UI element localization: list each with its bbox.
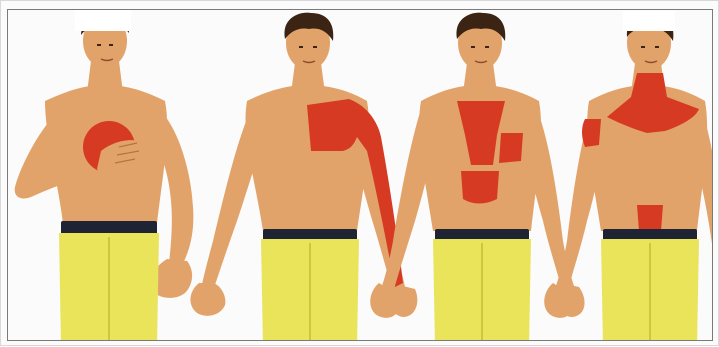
- figure-1: [15, 9, 194, 347]
- figure-1-head-highlight: [75, 9, 131, 31]
- figure-4-shoulder-pain: [582, 119, 601, 147]
- figure-4-epigastric-pain: [637, 205, 663, 231]
- figure-4-head-highlight: [623, 11, 675, 31]
- figure-4: [544, 11, 719, 347]
- figure-3-pectoral-pain: [499, 133, 523, 163]
- figure-3-abdomen-pain: [461, 171, 499, 204]
